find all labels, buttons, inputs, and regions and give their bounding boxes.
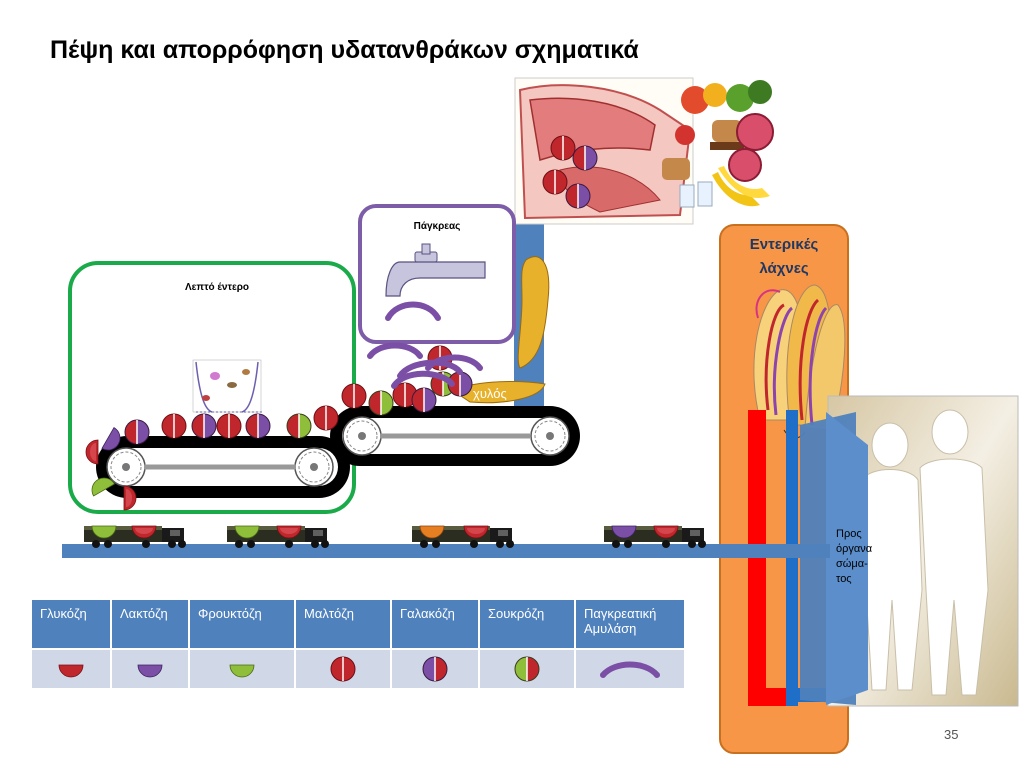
to-body-organs-label: Προς όργανα σώμα- τος <box>836 528 873 585</box>
bloodstream-road <box>62 544 748 558</box>
galactose-disc-icon <box>391 649 480 688</box>
amylase-arcs <box>367 342 483 389</box>
distribution-wedge <box>826 412 868 705</box>
amylase-arc-icon <box>575 649 686 688</box>
brush-border-illustration <box>192 359 264 413</box>
faucet-icon <box>385 243 486 297</box>
lactose-half-icon <box>111 649 190 688</box>
slide-title: Πέψη και απορρόφηση υδατανθράκων σχηματι… <box>50 36 639 64</box>
page-number: 35 <box>944 727 959 742</box>
pancreas-label: Πάγκρεας <box>414 221 461 232</box>
small-intestine-label: Λεπτό έντερο <box>185 282 249 293</box>
legend-header-glucose: Γλυκόζη <box>32 600 112 650</box>
legend-header-galactose: Γαλακόζη <box>391 600 480 650</box>
villi-label-line2: λάχνες <box>759 260 808 277</box>
chyle-label: χυλός <box>473 386 507 401</box>
red-vessel-bottom <box>748 688 794 706</box>
villi-label-line1: Εντερικές <box>750 236 819 253</box>
legend-header-lactose: Λακτόζη <box>111 600 190 650</box>
chyle-shape <box>450 381 546 404</box>
legend-header-sucrose: Σουκρόζη <box>479 600 576 650</box>
legend-header-maltose: Μαλτόζη <box>295 600 392 650</box>
legend-header-amylase: Παγκρεατική Αμυλάση <box>575 600 686 650</box>
legend-table: Γλυκόζη Λακτόζη Φρουκτόζη Μαλτόζη Γαλακό… <box>32 600 686 688</box>
sucrose-disc-icon <box>479 649 576 688</box>
legend-header-fructose: Φρουκτόζη <box>189 600 296 650</box>
food-cluster-icon <box>662 80 774 208</box>
amylase-drop-icon <box>385 301 441 321</box>
chyle-flow-icon <box>517 256 550 369</box>
maltose-disc-icon <box>295 649 392 688</box>
human-figures-icon <box>861 409 989 696</box>
fructose-half-icon <box>189 649 296 688</box>
glucose-half-icon <box>32 649 112 688</box>
